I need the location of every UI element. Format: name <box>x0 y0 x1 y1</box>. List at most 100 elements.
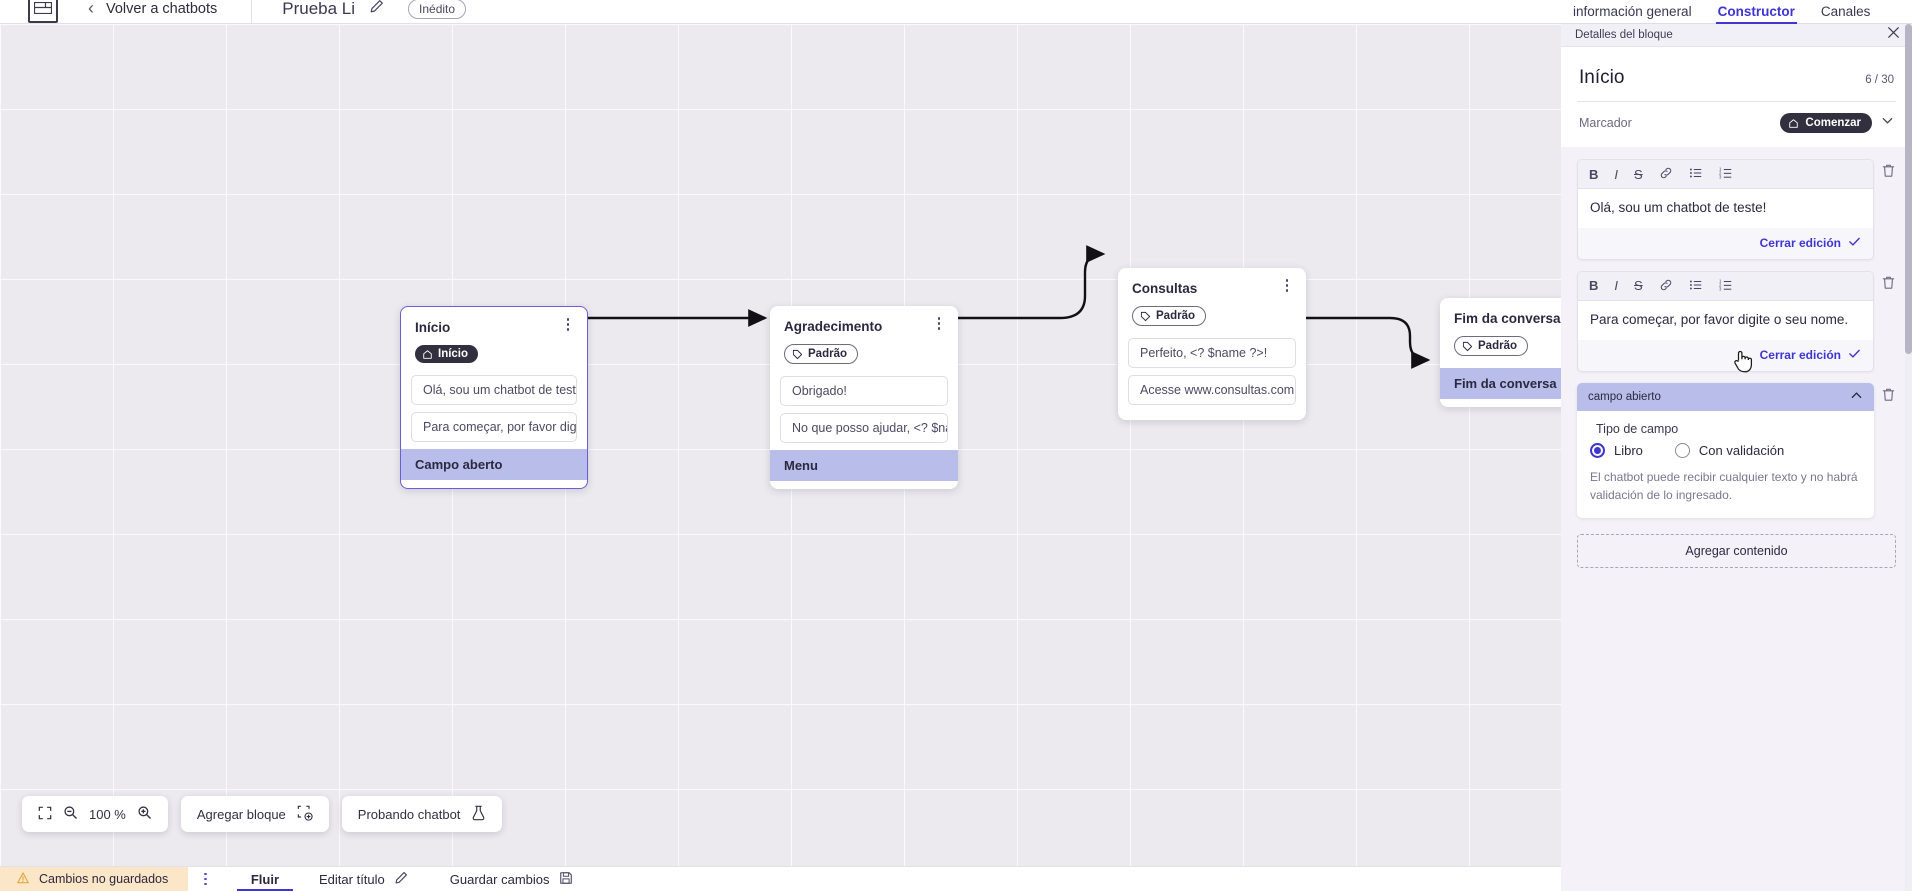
italic-icon[interactable]: I <box>1614 278 1619 294</box>
bold-icon[interactable]: B <box>1589 166 1599 182</box>
header-divider <box>251 0 253 24</box>
link-icon[interactable] <box>1659 278 1673 294</box>
node-menu-icon[interactable] <box>1280 279 1294 292</box>
radio-libro-label[interactable]: Libro <box>1614 442 1643 458</box>
home-icon <box>1789 118 1799 128</box>
node-message[interactable]: Olá, sou um chatbot de teste! <box>411 375 577 405</box>
flow-node-fim-da-conversa[interactable]: Fim da conversa Padrão Fim da conversa <box>1440 298 1561 407</box>
chevron-up-icon[interactable] <box>1850 389 1863 405</box>
status-badge: Inédito <box>408 0 467 19</box>
top-header: ‹ Volver a chatbots Prueba Li Inédito <box>0 0 1561 24</box>
fit-screen-icon[interactable] <box>38 806 52 823</box>
close-edit-label[interactable]: Cerrar edición <box>1759 347 1841 362</box>
chevron-down-icon[interactable] <box>1881 114 1894 132</box>
node-chip[interactable]: Campo aberto <box>401 449 587 480</box>
flow-node-consultas[interactable]: Consultas Padrão Perfeito, <? $name ?>! … <box>1118 268 1306 420</box>
node-menu-icon[interactable] <box>561 318 575 331</box>
test-chatbot-button[interactable]: Probando chatbot <box>341 796 503 832</box>
panel-scrollbar[interactable] <box>1905 24 1912 891</box>
node-body: Olá, sou um chatbot de teste! Para começ… <box>401 375 587 488</box>
editor-footer: Cerrar edición <box>1578 228 1873 259</box>
panel-subheader: Detalles del bloque <box>1561 24 1912 47</box>
bullet-list-icon[interactable] <box>1689 166 1703 182</box>
tab-constructor[interactable]: Constructor <box>1715 4 1798 24</box>
unsaved-changes-banner: Cambios no guardados <box>0 866 189 891</box>
block-title-row: Início 6 / 30 <box>1577 47 1896 102</box>
editor-text[interactable]: Para começar, por favor digite o seu nom… <box>1578 300 1873 340</box>
editor-toolbar: B I S <box>1578 160 1873 189</box>
save-changes-button[interactable]: Guardar cambios <box>450 871 573 888</box>
edit-title-label: Editar título <box>319 871 385 887</box>
flow-node-agradecimento[interactable]: Agradecimento Padrão Obrigado! No que po… <box>770 306 958 489</box>
node-tag-default: Padrão <box>784 344 858 364</box>
radio-con-validacion-label[interactable]: Con validación <box>1698 442 1785 458</box>
back-to-chatbots-link[interactable]: Volver a chatbots <box>106 0 218 17</box>
close-icon[interactable] <box>1887 26 1900 44</box>
marker-badge[interactable]: Comenzar <box>1780 113 1872 133</box>
marker-controls: Comenzar <box>1780 113 1894 133</box>
chevron-left-icon[interactable]: ‹ <box>88 0 94 18</box>
flow-canvas[interactable]: Início Início Olá, sou um chatbot de tes… <box>0 24 1561 866</box>
tab-canales[interactable]: Canales <box>1820 4 1871 19</box>
flow-node-inicio[interactable]: Início Início Olá, sou um chatbot de tes… <box>400 306 588 489</box>
add-block-button[interactable]: Agregar bloque <box>180 796 329 832</box>
tag-icon <box>1462 341 1473 351</box>
save-changes-label: Guardar cambios <box>449 871 550 887</box>
trash-icon[interactable] <box>1881 159 1896 183</box>
svg-text:2: 2 <box>1719 282 1722 287</box>
node-menu-icon[interactable] <box>932 317 946 330</box>
right-panel: información general Constructor Canales … <box>1561 0 1912 891</box>
check-icon[interactable] <box>1848 235 1861 251</box>
node-message[interactable]: Acesse www.consultas.com par... <box>1128 375 1296 405</box>
check-icon[interactable] <box>1848 347 1861 363</box>
radio-libro[interactable] <box>1590 442 1605 458</box>
home-icon <box>423 349 432 359</box>
pencil-icon[interactable] <box>369 0 384 19</box>
field-accordion-label: campo abierto <box>1588 390 1661 403</box>
numbered-list-icon[interactable]: 1 2 3 <box>1719 278 1733 294</box>
tab-fluir[interactable]: Fluir <box>236 867 294 891</box>
node-message[interactable]: Perfeito, <? $name ?>! <box>1128 338 1296 368</box>
trash-icon[interactable] <box>1881 383 1896 407</box>
node-title: Consultas <box>1132 281 1198 296</box>
italic-icon[interactable]: I <box>1614 166 1619 182</box>
bold-icon[interactable]: B <box>1589 278 1599 294</box>
node-message[interactable]: No que posso ajudar, <? $name ... <box>780 413 948 443</box>
zoom-controls: 100 % <box>22 796 168 832</box>
content-block-text-2: B I S <box>1577 270 1896 372</box>
add-content-button[interactable]: Agregar contenido <box>1577 534 1896 569</box>
node-header: Início Início <box>401 307 587 375</box>
bullet-list-icon[interactable] <box>1689 278 1703 294</box>
zoom-in-icon[interactable] <box>137 805 152 823</box>
numbered-list-icon[interactable]: 1 2 3 <box>1719 166 1733 182</box>
kebab-menu-icon[interactable] <box>204 872 207 886</box>
rich-text-editor: B I S <box>1577 159 1874 260</box>
marker-label: Marcador <box>1579 116 1632 130</box>
tab-informacion-general[interactable]: información general <box>1573 4 1692 19</box>
editor-text[interactable]: Olá, sou um chatbot de teste! <box>1578 189 1873 228</box>
edit-title-button[interactable]: Editar título <box>319 871 408 888</box>
panel-scrollbar-thumb[interactable] <box>1905 24 1912 354</box>
link-icon[interactable] <box>1659 166 1673 182</box>
strikethrough-icon[interactable]: S <box>1634 278 1643 294</box>
close-edit-label[interactable]: Cerrar edición <box>1759 235 1841 250</box>
node-chip[interactable]: Fim da conversa <box>1440 368 1561 399</box>
node-title: Agradecimento <box>784 319 883 334</box>
svg-text:1: 1 <box>1719 167 1722 172</box>
strikethrough-icon[interactable]: S <box>1634 166 1643 182</box>
add-block-label: Agregar bloque <box>196 806 286 822</box>
marker-row: Marcador Comenzar <box>1577 102 1896 146</box>
field-accordion-header[interactable]: campo abierto <box>1577 382 1874 411</box>
node-body: Perfeito, <? $name ?>! Acesse www.consul… <box>1118 338 1306 420</box>
editor-toolbar: B I S <box>1578 271 1873 301</box>
radio-con-validacion[interactable] <box>1674 442 1690 458</box>
node-message[interactable]: Obrigado! <box>780 376 948 406</box>
flask-icon <box>471 805 486 824</box>
trash-icon[interactable] <box>1881 271 1896 295</box>
node-chip[interactable]: Menu <box>770 450 958 481</box>
zoom-out-icon[interactable] <box>63 805 78 823</box>
app-logo-icon[interactable] <box>28 0 58 23</box>
node-message[interactable]: Para começar, por favor digite o ... <box>411 412 577 442</box>
svg-text:1: 1 <box>1719 279 1722 284</box>
